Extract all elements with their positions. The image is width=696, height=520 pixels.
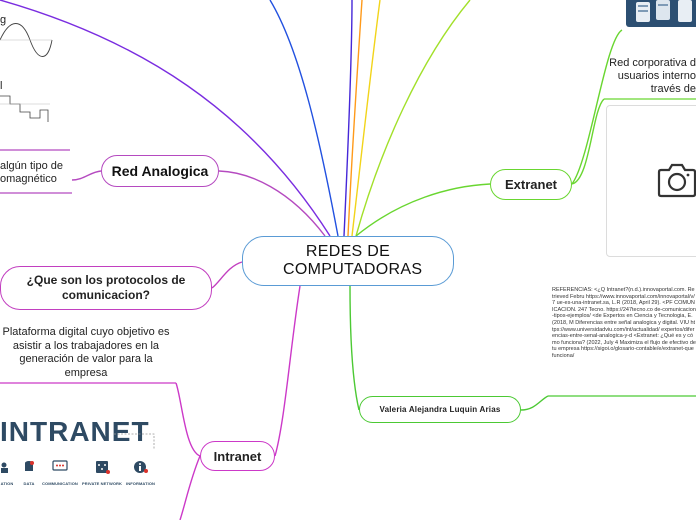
- link-author-refs: [520, 395, 549, 411]
- intranet-icon-data: DATA: [22, 460, 36, 486]
- info-icon: [133, 461, 148, 473]
- link-protocols: [211, 261, 243, 289]
- node-extranet[interactable]: Extranet: [490, 169, 572, 200]
- logo-bracket: [114, 433, 155, 450]
- node-red-analogica-label: Red Analogica: [111, 163, 209, 179]
- link-top-yellow: [351, 0, 381, 237]
- link-intranet-desc: [175, 382, 201, 457]
- central-topic[interactable]: REDES DE COMPUTADORAS: [242, 236, 454, 286]
- central-topic-label: REDES DE COMPUTADORAS: [283, 243, 423, 278]
- node-extranet-label: Extranet: [504, 177, 558, 192]
- network-icon: [96, 461, 111, 474]
- intranet-icon-label: COMMUNICATION: [42, 481, 78, 486]
- node-author[interactable]: Valeria Alejandra Luquin Arias: [359, 396, 521, 423]
- link-top-orange: [347, 0, 363, 237]
- link-extranet: [355, 183, 491, 237]
- extranet-description-line: Red corporativa d: [609, 57, 696, 69]
- intranet-icon-label: DATA: [23, 481, 35, 486]
- intranet-icon-private-network: PRIVATE NETWORK: [82, 460, 122, 486]
- waveform-label-g: g: [0, 14, 7, 26]
- intranet-logo: INTRANET: [0, 416, 150, 447]
- waveform-label-l: l: [0, 80, 3, 92]
- analog-description: algún tipo de omagnético: [0, 160, 63, 185]
- link-intranet: [274, 285, 301, 457]
- server-image: [626, 0, 696, 27]
- link-analog: [218, 170, 326, 237]
- node-protocolos[interactable]: ¿Que son los protocolos de comunicacion?: [0, 266, 212, 310]
- intranet-icon-label: PRIVATE NETWORK: [82, 481, 123, 486]
- node-protocolos-label: ¿Que son los protocolos de comunicacion?: [26, 273, 186, 302]
- database-icon: [25, 461, 34, 471]
- camera-icon: [657, 163, 696, 198]
- intranet-icon-label: INFORMATION: [126, 481, 156, 486]
- extranet-description-line: usuarios interno: [617, 70, 696, 82]
- link-extranet-desc: [571, 98, 605, 185]
- link-top-blue: [269, 0, 339, 237]
- intranet-icon-collaboration: ATION: [0, 460, 14, 486]
- link-intranet-logo: [179, 455, 201, 520]
- node-author-label: Valeria Alejandra Luquin Arias: [379, 405, 501, 414]
- link-analog-desc: [71, 170, 102, 181]
- intranet-icon-information: INFORMATION: [126, 460, 155, 486]
- image-placeholder[interactable]: [606, 105, 696, 257]
- server-icon: [636, 0, 692, 22]
- digital-wave: [0, 95, 49, 122]
- node-intranet-label: Intranet: [213, 448, 262, 464]
- link-top-indigo: [343, 0, 353, 237]
- intranet-icon-communication: COMMUNICATION: [42, 460, 78, 486]
- collaboration-icon: [1, 462, 8, 473]
- link-extranet-thumb: [571, 29, 623, 185]
- link-top-violet: [0, 0, 331, 237]
- extranet-description-line: través de: [650, 83, 696, 95]
- intranet-icon-label: ATION: [0, 481, 14, 486]
- intranet-description: Plataforma digital cuyo objetivo es asis…: [2, 326, 170, 379]
- link-top-lime: [355, 0, 471, 237]
- node-red-analogica[interactable]: Red Analogica: [101, 155, 219, 187]
- references-text: REFERENCIAS: <¿Q Intranet?(n.d.).innovap…: [552, 287, 696, 359]
- node-intranet[interactable]: Intranet: [200, 441, 275, 471]
- link-author: [349, 285, 360, 411]
- extranet-description: Red corporativa d usuarios interno travé…: [600, 57, 696, 96]
- chat-icon: [52, 460, 68, 471]
